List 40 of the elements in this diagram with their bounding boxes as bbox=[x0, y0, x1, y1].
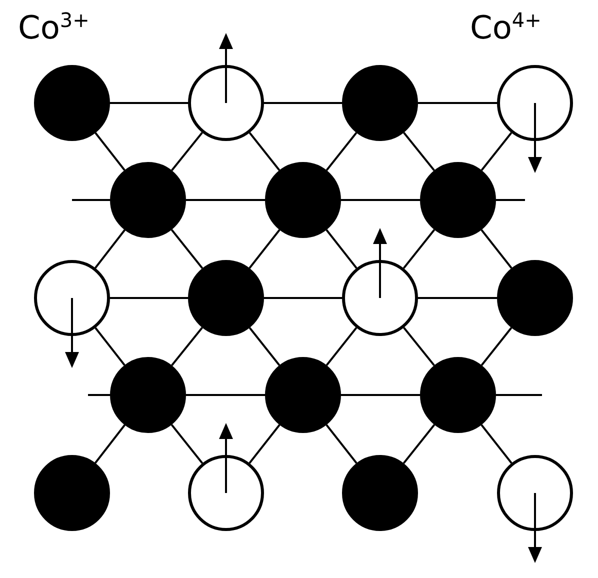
lattice-bond bbox=[94, 424, 126, 464]
lattice-bond bbox=[248, 132, 280, 171]
lattice-bond bbox=[496, 394, 542, 396]
lattice-bond bbox=[94, 229, 126, 269]
lattice-bond bbox=[170, 424, 204, 464]
lattice-bond bbox=[480, 424, 512, 464]
lattice-bond bbox=[418, 297, 497, 299]
lattice-bond bbox=[480, 229, 512, 269]
lattice-bond bbox=[110, 102, 188, 104]
lattice-bond bbox=[94, 132, 126, 171]
lattice-bond bbox=[341, 394, 420, 396]
lattice-bond bbox=[110, 297, 188, 299]
lattice-bond bbox=[72, 199, 110, 201]
lattice-bond bbox=[326, 424, 358, 464]
lattice-bond bbox=[480, 327, 512, 366]
lattice-bond bbox=[403, 132, 435, 172]
lattice-bond bbox=[403, 326, 435, 366]
lattice-bond bbox=[402, 424, 436, 464]
lattice-bond bbox=[326, 132, 358, 171]
lattice-bond bbox=[94, 327, 126, 366]
lattice-bond bbox=[248, 327, 280, 366]
lattice-bond bbox=[480, 132, 512, 171]
lattice-bond bbox=[186, 199, 265, 201]
ion-label: Co$^{4+}$ bbox=[470, 10, 542, 44]
lattice-bond bbox=[248, 229, 280, 269]
lattice-bond bbox=[326, 327, 358, 366]
lattice-bond bbox=[170, 229, 204, 269]
ion-label: Co$^{3+}$ bbox=[18, 10, 90, 44]
lattice-bond bbox=[326, 229, 358, 269]
lattice-bond bbox=[264, 297, 342, 299]
lattice-bond bbox=[171, 132, 203, 172]
lattice-bond bbox=[341, 199, 420, 201]
lattice-bond bbox=[186, 394, 265, 396]
lattice-bond bbox=[88, 394, 110, 396]
lattice-bond bbox=[402, 229, 436, 269]
lattice-bond bbox=[496, 199, 525, 201]
lattice-bond bbox=[171, 326, 203, 366]
lattice-bond bbox=[248, 424, 280, 464]
lattice-bond bbox=[418, 102, 497, 104]
lattice-bond bbox=[264, 102, 342, 104]
